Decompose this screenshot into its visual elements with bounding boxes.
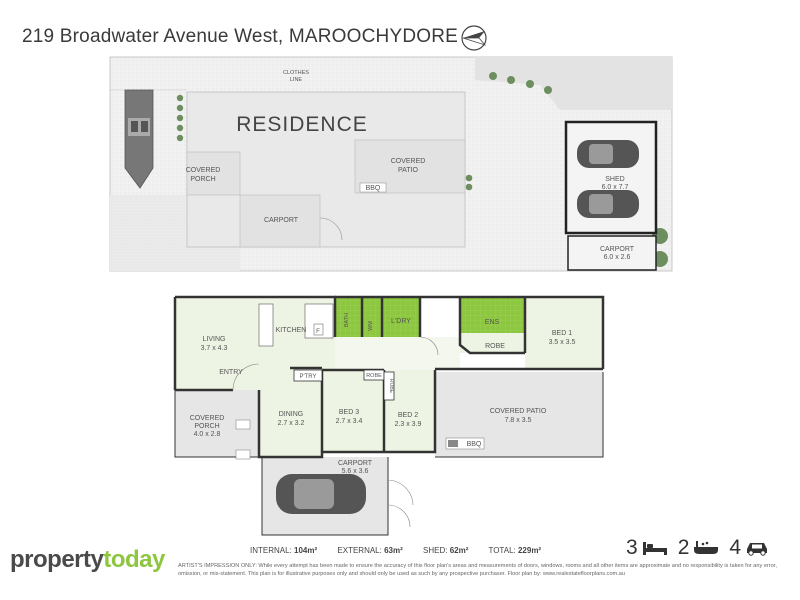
fp-bbq-label: BBQ bbox=[467, 441, 482, 448]
site-bbq-label: BBQ bbox=[366, 185, 381, 192]
internal-value: 104m² bbox=[294, 546, 318, 555]
brand-part-2: today bbox=[103, 546, 165, 573]
clothes-line-label-1: CLOTHES bbox=[283, 70, 309, 76]
site-plan: BBQ SHED 6.0 x 7.7 CARPORT 6.0 x 2.6 RES… bbox=[109, 56, 673, 272]
site-patio-label-2: PATIO bbox=[398, 167, 419, 174]
bath-label: BATH bbox=[344, 313, 350, 327]
robe2-label: ROBE bbox=[366, 373, 382, 379]
fp-porch-dims: 4.0 x 2.8 bbox=[194, 431, 221, 438]
bed2-name: BED 2 bbox=[398, 412, 418, 419]
floor-plan: F P'TRY ROBE ROBE bbox=[173, 295, 605, 536]
ldry-label: L'DRY bbox=[391, 318, 411, 325]
fridge-label: F bbox=[316, 329, 320, 335]
right-carport-name: CARPORT bbox=[600, 246, 635, 253]
fp-dining-area bbox=[259, 368, 322, 457]
car-icon bbox=[747, 543, 768, 556]
fp-bed3-area bbox=[322, 370, 384, 452]
ens-label: ENS bbox=[485, 319, 500, 326]
site-porch-label-2: PORCH bbox=[190, 176, 215, 183]
shed-dims: 6.0 x 7.7 bbox=[602, 184, 629, 191]
fp-hall-area bbox=[335, 337, 460, 370]
right-carport-outline bbox=[567, 235, 657, 271]
bath-count: 2 bbox=[677, 536, 690, 559]
fp-robe1-area bbox=[460, 333, 525, 353]
site-covered-porch bbox=[186, 151, 241, 196]
clothes-line-label-2: LINE bbox=[290, 77, 303, 83]
disclaimer-text: ARTIST'S IMPRESSION ONLY: While every at… bbox=[178, 563, 777, 577]
site-patio-label-1: COVERED bbox=[391, 158, 426, 165]
fp-bath-area bbox=[335, 297, 362, 337]
external-value: 63m² bbox=[384, 546, 403, 555]
entry-label: ENTRY bbox=[219, 369, 243, 376]
car-icon bbox=[276, 474, 366, 514]
brand-part-1: property bbox=[10, 546, 104, 573]
brand-logo[interactable]: propertytoday bbox=[10, 546, 165, 574]
total-value: 229m² bbox=[517, 546, 542, 555]
residence-label: RESIDENCE bbox=[236, 113, 368, 136]
fp-carport-dims: 5.6 x 3.6 bbox=[342, 468, 369, 475]
site-bbq-box bbox=[359, 182, 387, 193]
bed3-name: BED 3 bbox=[339, 409, 359, 416]
dining-name: DINING bbox=[279, 411, 304, 418]
shed-value: 62m² bbox=[449, 546, 469, 555]
living-name: LIVING bbox=[203, 336, 226, 343]
fp-ldry-area bbox=[382, 297, 420, 337]
bed1-name: BED 1 bbox=[552, 330, 572, 337]
bed2-dims: 2.3 x 3.9 bbox=[395, 421, 422, 428]
shed-label: SHED: bbox=[423, 546, 448, 555]
fp-porch-name-2: PORCH bbox=[194, 423, 219, 430]
compass-north-icon bbox=[461, 25, 487, 51]
fp-patio-name: COVERED PATIO bbox=[490, 408, 547, 415]
property-address: 219 Broadwater Avenue West, MAROOCHYDORE bbox=[22, 26, 459, 47]
feature-counts: 3 2 4 bbox=[626, 536, 769, 560]
site-carport-label: CARPORT bbox=[264, 217, 299, 224]
external-label: EXTERNAL: bbox=[337, 546, 382, 555]
fp-bed1-area bbox=[525, 297, 603, 369]
fp-porch-name-1: COVERED bbox=[190, 415, 225, 422]
ptry-label: P'TRY bbox=[299, 374, 316, 380]
area-stats: INTERNAL: 104m² EXTERNAL: 63m² SHED: 62m… bbox=[250, 546, 559, 555]
site-porch-label-1: COVERED bbox=[186, 167, 221, 174]
internal-label: INTERNAL: bbox=[250, 546, 292, 555]
fp-wm-area bbox=[362, 297, 382, 337]
driveway-right bbox=[475, 57, 672, 110]
right-carport-dims: 6.0 x 2.6 bbox=[604, 254, 631, 261]
bed3-dims: 2.7 x 3.4 bbox=[336, 418, 363, 425]
living-dims: 3.7 x 4.3 bbox=[201, 345, 228, 352]
wm-label: WM bbox=[368, 321, 374, 331]
car-count: 4 bbox=[729, 536, 742, 559]
site-carport bbox=[239, 194, 321, 248]
bath-icon bbox=[694, 541, 719, 554]
dining-dims: 2.7 x 3.2 bbox=[278, 420, 305, 427]
robe1-label: ROBE bbox=[485, 343, 505, 350]
fp-ens-area bbox=[460, 297, 525, 333]
bed1-dims: 3.5 x 3.5 bbox=[549, 339, 576, 346]
total-label: TOTAL: bbox=[488, 546, 516, 555]
kitchen-label: KITCHEN bbox=[276, 327, 307, 334]
bed-icon bbox=[642, 542, 667, 555]
shed-name: SHED bbox=[605, 176, 624, 183]
boat-icon bbox=[124, 89, 154, 189]
robe3-label: ROBE bbox=[388, 379, 394, 394]
fp-patio-dims: 7.8 x 3.5 bbox=[505, 417, 532, 424]
fp-carport-name: CARPORT bbox=[338, 460, 373, 467]
bed-count: 3 bbox=[626, 536, 638, 559]
